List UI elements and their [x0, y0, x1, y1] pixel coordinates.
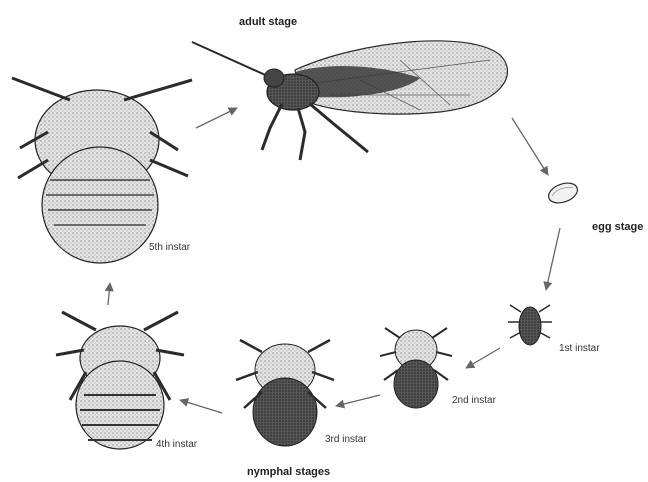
first-instar-illustration — [508, 305, 552, 345]
arrow-third-to-fourth — [180, 400, 222, 413]
third-instar-illustration — [236, 340, 334, 446]
arrow-first-to-second — [466, 348, 500, 368]
nymphal-stages-label: nymphal stages — [247, 466, 330, 478]
arrow-egg-to-first — [546, 228, 560, 290]
arrow-second-to-third — [336, 395, 380, 406]
second-instar-illustration — [380, 328, 452, 408]
fifth-instar-label: 5th instar — [149, 242, 190, 253]
third-instar-label: 3rd instar — [325, 434, 367, 445]
fifth-instar-illustration — [12, 78, 192, 263]
fourth-instar-illustration — [56, 312, 184, 449]
arrow-fourth-to-fifth — [108, 283, 110, 305]
fourth-instar-label: 4th instar — [156, 439, 197, 450]
arrow-adult-to-egg — [512, 118, 548, 175]
arrow-fifth-to-adult — [196, 108, 237, 128]
egg-illustration — [546, 179, 580, 206]
adult-insect-illustration — [192, 41, 508, 160]
egg-stage-label: egg stage — [592, 221, 643, 233]
cycle-arrows — [108, 108, 560, 413]
second-instar-label: 2nd instar — [452, 395, 496, 406]
adult-stage-label: adult stage — [239, 16, 297, 28]
first-instar-label: 1st instar — [559, 343, 600, 354]
